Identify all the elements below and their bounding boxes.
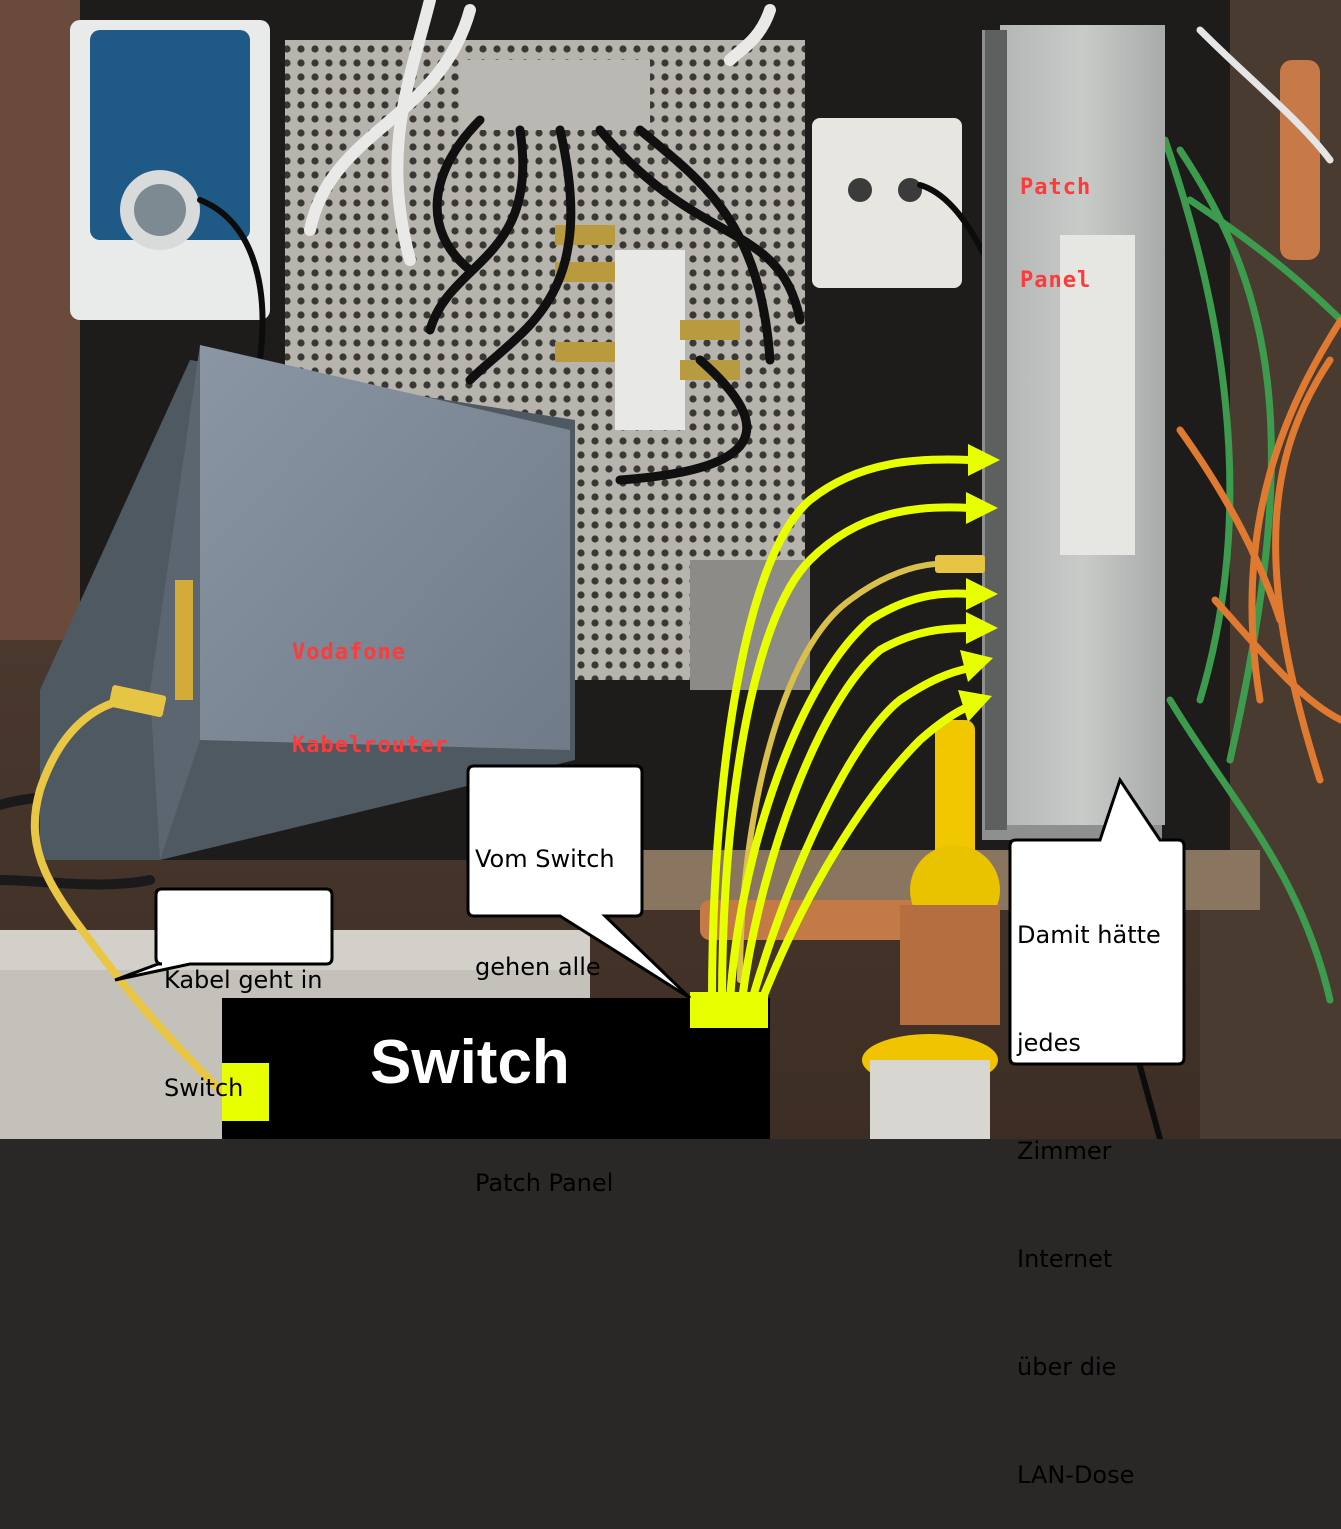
callout-cable-to-switch: Kabel geht in Switch	[164, 890, 322, 1142]
callout-every-room-bubble	[1008, 776, 1186, 1066]
photo-scene	[0, 0, 1341, 1139]
arrow-icon	[758, 702, 974, 1004]
callout-line: Vom Switch	[475, 845, 615, 873]
arrow-icon	[718, 503, 974, 1004]
callout-switch-to-panel: Vom Switch gehen alle Kabeln zum Patch P…	[475, 769, 616, 1237]
callout-line: Damit hätte	[1017, 921, 1161, 949]
router	[40, 345, 575, 860]
coax-cables	[0, 0, 1163, 1139]
arrow-icon	[748, 664, 974, 1004]
highlight-arrows	[708, 455, 974, 1004]
arrow-icon	[726, 589, 974, 1004]
arrow-heads	[958, 444, 1000, 722]
patch-panel-label: Patch Panel	[1020, 110, 1091, 327]
callout-line: Patch Panel	[475, 1169, 614, 1197]
callout-line: Switch	[164, 1074, 244, 1102]
switch-label: Switch	[370, 1028, 570, 1097]
patch-panel-label-line2: Panel	[1020, 268, 1092, 293]
callout-line: Kabel geht in	[164, 966, 323, 994]
callout-line: jedes	[1017, 1029, 1081, 1057]
callout-bubbles	[114, 764, 1186, 1066]
callout-switch-to-panel-bubble	[466, 764, 692, 1000]
arrow-icon	[708, 455, 974, 1004]
callout-line: LAN-Dose	[1017, 1461, 1135, 1489]
callout-line: über die	[1017, 1353, 1117, 1381]
callout-every-room: Damit hätte jedes Zimmer Internet über d…	[1017, 845, 1161, 1529]
wall-socket	[70, 20, 270, 320]
switch-port-left	[222, 1063, 269, 1121]
callout-line: gehen alle	[475, 953, 601, 981]
callout-line: Kabeln zum	[475, 1061, 616, 1089]
callout-cable-to-switch-bubble	[114, 887, 334, 982]
patch-panel-label-line1: Patch	[1020, 175, 1092, 200]
gas-valve	[862, 720, 1000, 1139]
router-label-line1: Vodafone	[292, 640, 406, 665]
network-cables	[1161, 26, 1341, 1004]
antenna-outlet	[812, 118, 962, 288]
router-label: Vodafone Kabelrouter	[292, 575, 449, 792]
callout-line: Zimmer	[1017, 1137, 1112, 1165]
arrow-icon	[738, 624, 974, 1004]
switch-box	[222, 992, 770, 1139]
callout-line: Internet	[1017, 1245, 1113, 1273]
patch-panel	[982, 25, 1165, 840]
router-label-line2: Kabelrouter	[292, 733, 449, 758]
cable-splitters	[460, 60, 740, 430]
